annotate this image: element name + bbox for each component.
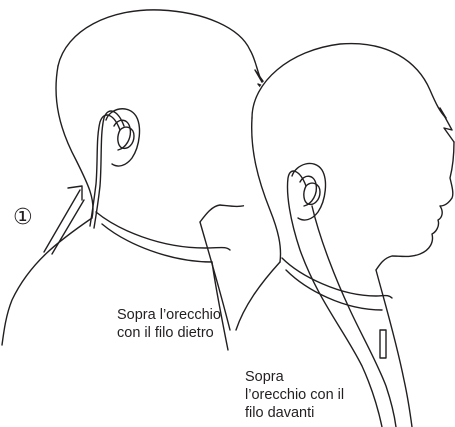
cable-behind-2 <box>93 110 125 229</box>
cable-front-2 <box>311 205 397 427</box>
neck-back <box>55 65 94 219</box>
collar-inner-2 <box>285 269 383 311</box>
head-outline-front <box>251 42 447 119</box>
face-profile-2 <box>375 141 455 271</box>
cable-behind <box>89 114 121 227</box>
arrow-shaft <box>43 189 81 253</box>
hair-front-2 <box>439 107 455 143</box>
caption-cable-behind-line-2: con il filo dietro <box>117 325 214 341</box>
collar <box>95 211 231 251</box>
lapel <box>211 261 229 351</box>
arrow-tail-line <box>51 199 85 255</box>
head-outline-back <box>57 9 263 83</box>
caption-cable-behind: Sopra l’orecchio con il filo dietro <box>117 306 221 342</box>
ear-outer-2 <box>291 162 327 221</box>
neck-back-2 <box>250 117 282 263</box>
earphone-body-2 <box>303 182 321 206</box>
ear-outer <box>105 108 141 167</box>
ear-inner <box>113 119 132 151</box>
figure-cable-front <box>231 41 455 427</box>
chest-front-2 <box>375 269 413 427</box>
step-marker: ① <box>13 204 33 229</box>
chest-front <box>199 221 231 331</box>
shoulder-2 <box>235 261 281 331</box>
caption-cable-front-line-1: Sopra <box>245 369 284 385</box>
figure-front-fill <box>231 41 453 427</box>
caption-cable-front: Sopra l’orecchio con il filo davanti <box>245 368 344 422</box>
caption-cable-front-line-2: l’orecchio con il <box>245 387 345 403</box>
arrow-head <box>67 185 83 201</box>
earphone-body <box>117 126 135 150</box>
figure-cable-behind <box>1 9 283 351</box>
caption-cable-front-line-3: filo davanti <box>245 405 315 421</box>
shoulder-back <box>1 217 93 346</box>
cable-front <box>286 170 383 427</box>
collar-2 <box>281 257 393 299</box>
cable-splitter <box>379 329 387 359</box>
collar-inner <box>101 223 213 263</box>
caption-cable-behind-line-1: Sopra l’orecchio <box>117 307 221 323</box>
